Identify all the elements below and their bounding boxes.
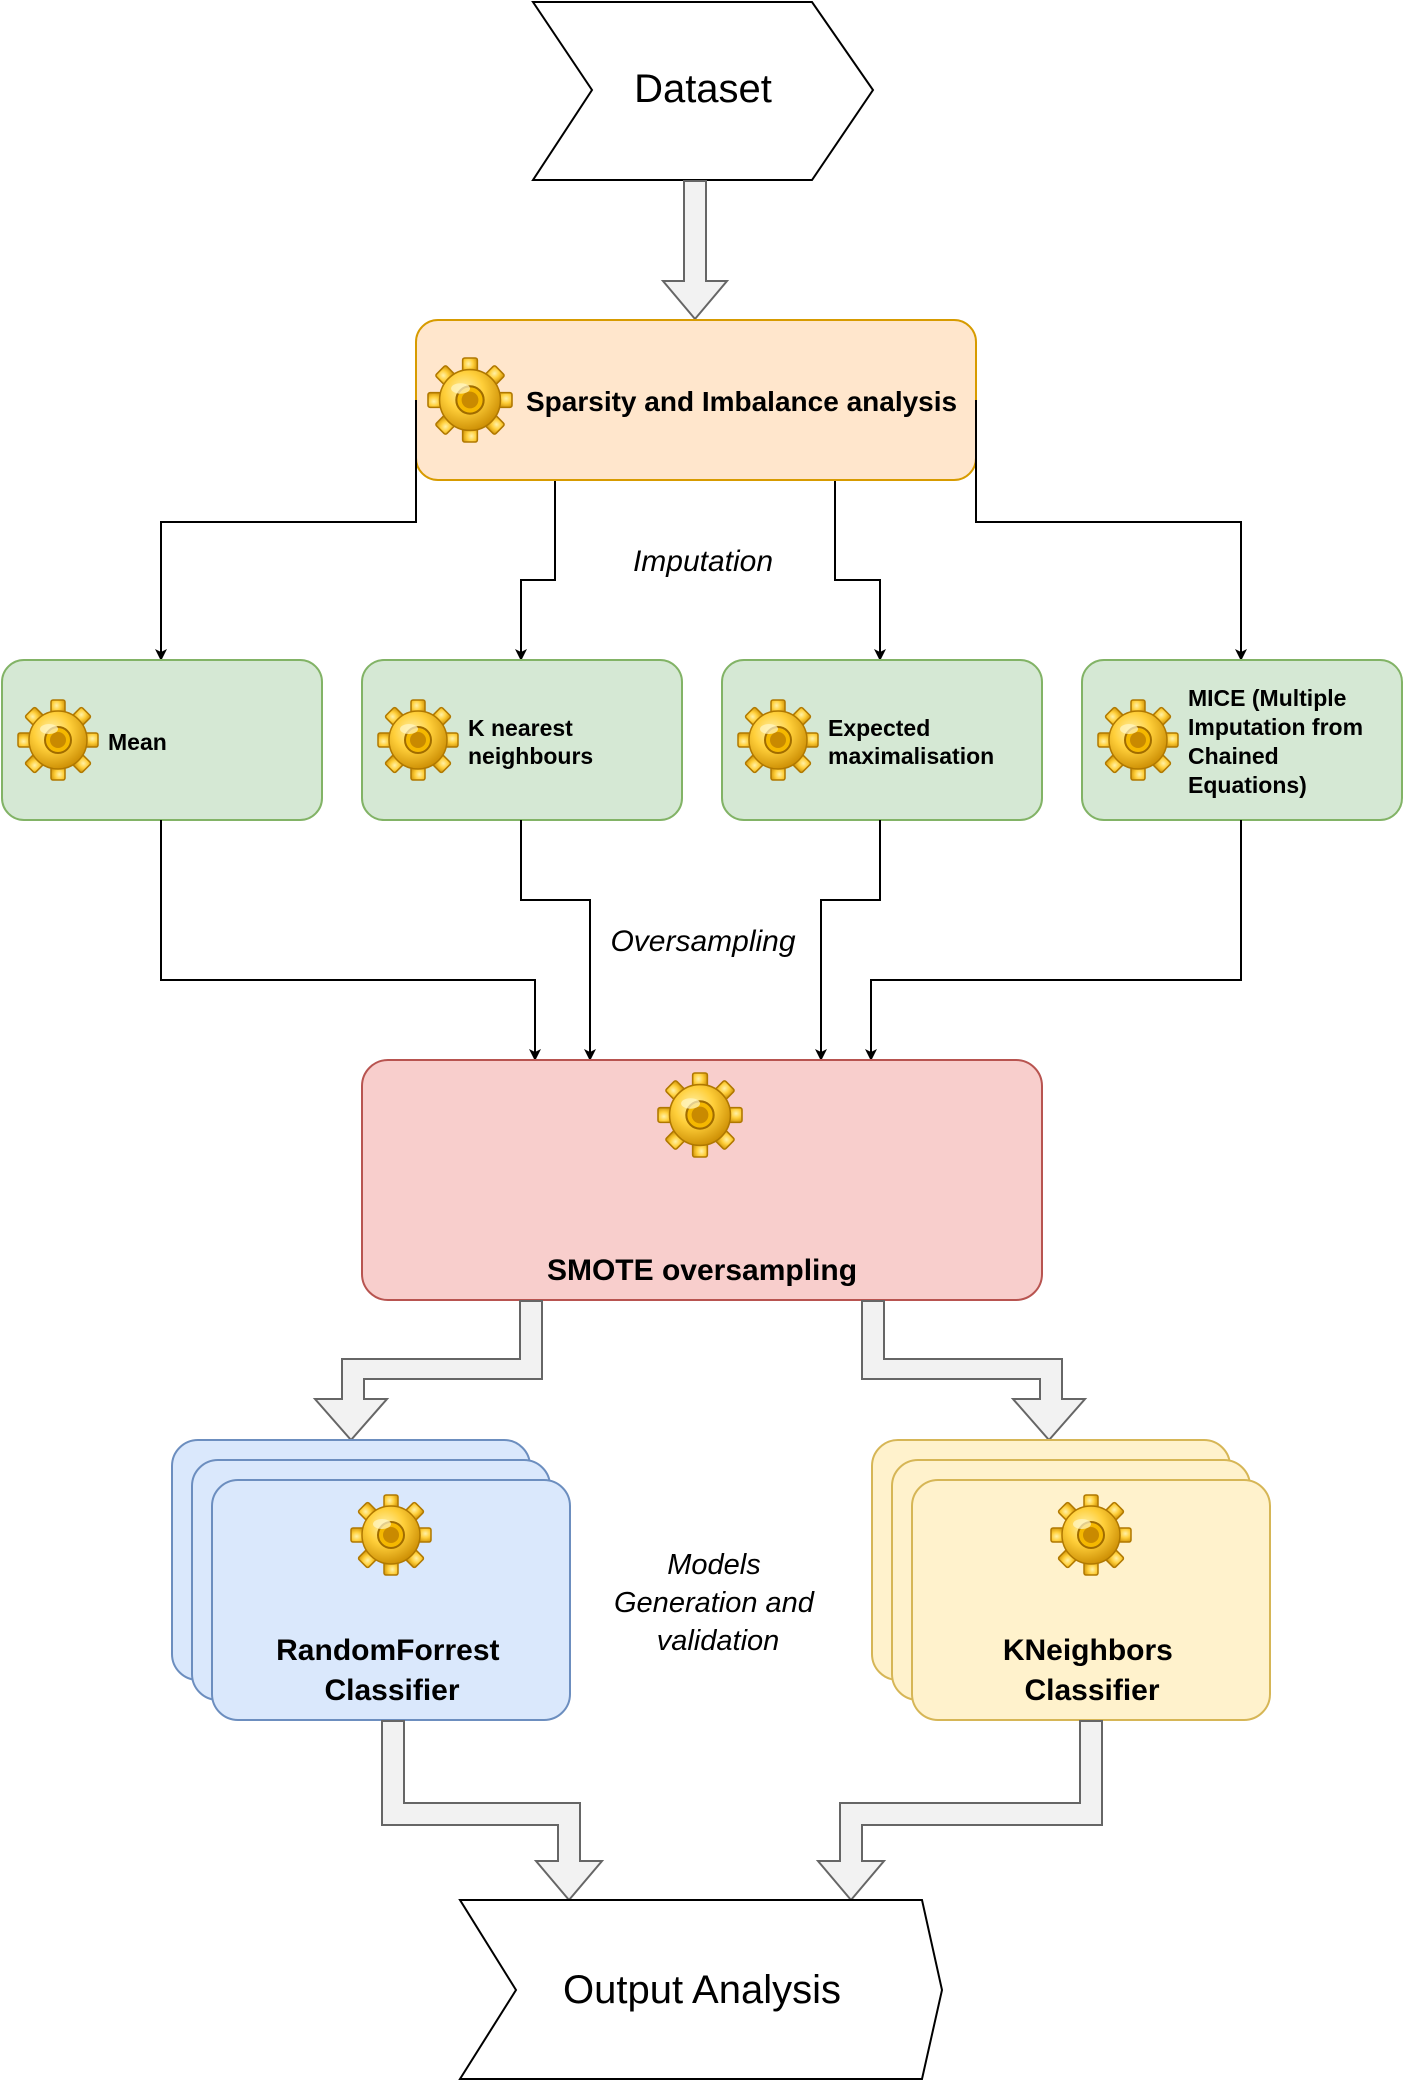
analysis-label: Sparsity and Imbalance analysis (526, 386, 957, 417)
method-label-line: Imputation from (1188, 714, 1363, 740)
oversampling-stage-label: Oversampling (610, 925, 795, 958)
kneighbors-label-line: Classifier (1024, 1674, 1159, 1707)
dataset-terminator: Dataset (531, 1, 875, 181)
method-label-line: Chained (1188, 743, 1279, 769)
imputation-method-em: Expected maximalisation (721, 659, 1043, 821)
svg-text:Mean: Mean (108, 729, 167, 755)
block-arrow-smote-to-random-forest (312, 1300, 543, 1442)
random-forest-label-line: Classifier (324, 1674, 459, 1707)
gear-icon (1097, 699, 1179, 781)
smote-label: SMOTE oversampling (547, 1254, 857, 1287)
block-arrow-kneighbors-to-output (815, 1720, 1103, 1902)
models-stage-label-line: Generation and (614, 1587, 815, 1619)
block-arrow-smote-to-kneighbors (861, 1300, 1088, 1442)
imputation-method-mice: MICE (Multiple Imputation from Chained E… (1081, 659, 1403, 821)
gear-icon (377, 699, 459, 781)
gear-icon (656, 1071, 744, 1159)
imputation-method-mean: Mean (1, 659, 323, 821)
output-terminator: Output Analysis (458, 1899, 944, 2080)
models-stage-label-line: validation (657, 1625, 780, 1657)
random-forest-label-line: RandomForrest (276, 1634, 499, 1667)
gear-icon (17, 699, 100, 781)
oversampling-connectors (160, 820, 1242, 1061)
analysis-box: Sparsity and Imbalance analysis (415, 319, 977, 481)
output-label: Output Analysis (563, 1968, 841, 2012)
imputation-method-knn: K nearest neighbours (361, 659, 683, 821)
svg-text:MICE (Multiple Imputatio: MICE (Multiple Imputation from Chained E… (1188, 685, 1369, 798)
svg-text:K nearest neighbours: K nearest neighbours (468, 715, 593, 769)
smote-box: SMOTE oversampling (361, 1059, 1043, 1301)
method-label-line: maximalisation (828, 743, 994, 769)
method-label-line: Expected (828, 715, 930, 741)
svg-text:Expected maximalisation: Expected maximalisation (828, 715, 994, 769)
imputation-connectors (155, 400, 1247, 661)
gear-icon (350, 1494, 432, 1576)
imputation-stage-label: Imputation (633, 545, 773, 578)
models-stage-label-line: Models (667, 1549, 761, 1581)
svg-text:KNeighbors Classifier: KNeighbors Classifier (1003, 1634, 1181, 1707)
gear-icon (1050, 1494, 1132, 1576)
method-label-line: Mean (108, 729, 167, 755)
dataset-label: Dataset (634, 67, 772, 111)
kneighbors-classifier-stack: KNeighbors Classifier (871, 1439, 1271, 1721)
method-label-line: Equations) (1188, 772, 1307, 798)
kneighbors-label-line: KNeighbors (1003, 1634, 1173, 1667)
method-label-line: K nearest (468, 715, 573, 741)
svg-text:RandomForrest Classifier: RandomForrest Classifier (276, 1634, 508, 1707)
gear-icon (426, 356, 514, 444)
block-arrow-dataset-to-analysis (660, 180, 730, 321)
gear-icon (737, 699, 819, 781)
method-label-line: neighbours (468, 743, 593, 769)
method-label-line: MICE (Multiple (1188, 685, 1346, 711)
svg-text:Models Generation and: Models Generation and validation (614, 1549, 822, 1657)
random-forest-classifier-stack: RandomForrest Classifier (171, 1439, 571, 1721)
block-arrow-random-forest-to-output (381, 1720, 605, 1902)
